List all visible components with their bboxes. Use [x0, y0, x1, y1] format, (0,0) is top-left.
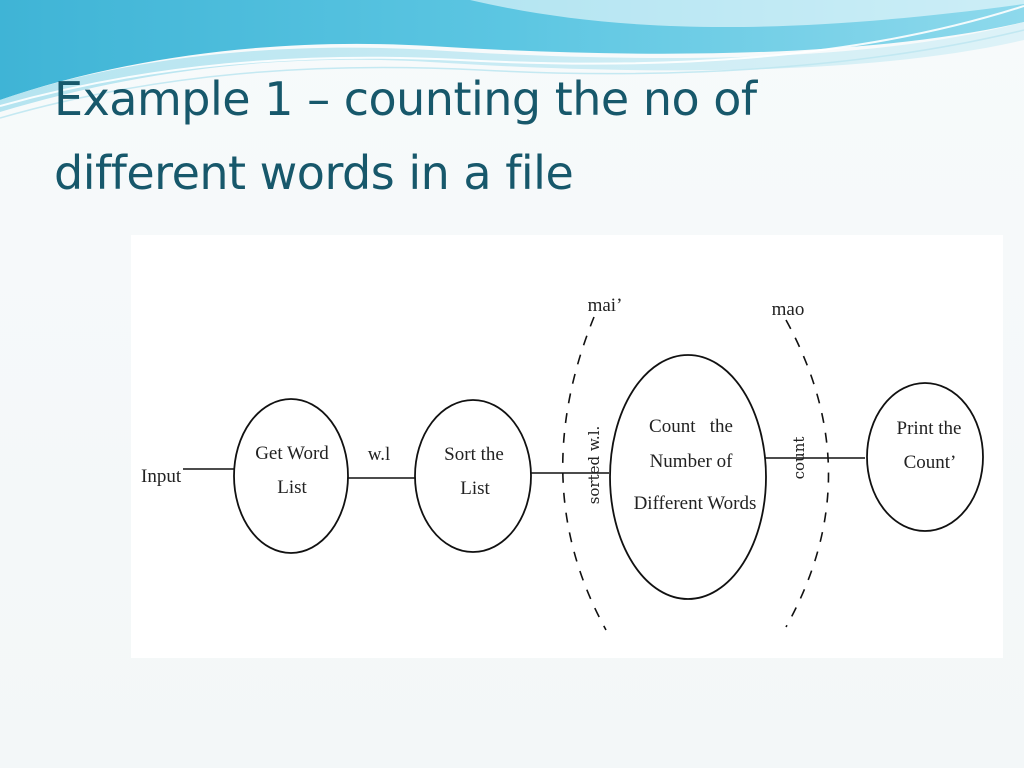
node-get-word-list-line-1: Get Word	[255, 443, 329, 464]
edge-label-wl: w.l	[368, 444, 391, 465]
slide-title-line-1: Example 1 – counting the no of	[54, 72, 757, 126]
node-get-word-list-line-2: List	[277, 477, 307, 498]
node-sort-the-list-line-1: Sort the	[444, 444, 504, 465]
node-sort-the-list	[414, 399, 532, 553]
module-label-mao: mao	[772, 299, 805, 320]
input-label: Input	[141, 466, 182, 487]
module-boundary-mao	[785, 319, 830, 628]
module-label-mai: mai’	[588, 295, 623, 316]
node-print-the-count	[866, 382, 984, 532]
node-count-words-line-3: Different Words	[634, 493, 757, 514]
slide-title: Example 1 – counting the no of different…	[54, 62, 954, 210]
slide-title-line-2: different words in a file	[54, 146, 574, 200]
node-count-words-line-1: Count the	[649, 416, 733, 437]
node-count-words-line-2: Number of	[650, 451, 734, 472]
node-print-count-line-2: Count’	[904, 452, 957, 473]
header-wave-decoration	[0, 0, 1024, 119]
data-flow-diagram: Input Get Word List w.l Sort the List so…	[141, 295, 984, 631]
node-count-different-words	[609, 354, 767, 600]
node-get-word-list	[233, 398, 349, 554]
edge-label-sorted-wl: sorted w.l.	[585, 426, 603, 505]
edge-label-count: count	[790, 437, 808, 480]
node-sort-the-list-line-2: List	[460, 478, 490, 499]
module-boundary-mai	[561, 316, 607, 631]
diagram-panel: Input Get Word List w.l Sort the List so…	[131, 235, 1003, 658]
node-print-count-line-1: Print the	[897, 418, 962, 439]
